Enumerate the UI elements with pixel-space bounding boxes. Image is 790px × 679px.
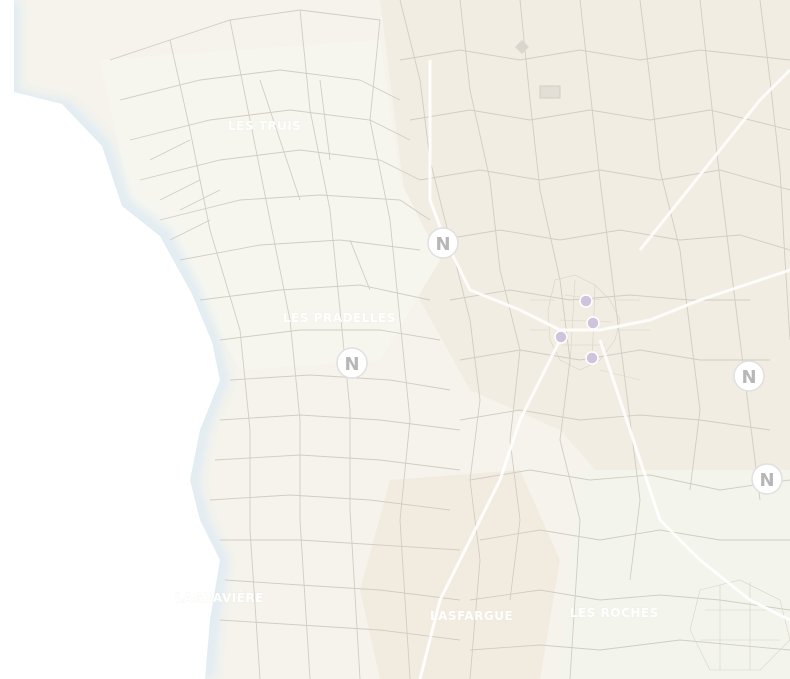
roads xyxy=(418,60,790,679)
n-marker-letter: N xyxy=(344,354,359,375)
poi-icon[interactable] xyxy=(554,330,568,344)
n-marker-letter: N xyxy=(741,367,756,388)
place-label-lasfargue: LASFARGUE xyxy=(430,609,513,623)
place-label-les-pradelles: LES PRADELLES xyxy=(283,311,396,325)
poi-icon[interactable] xyxy=(585,351,599,365)
place-label-les-roches: LES ROCHES xyxy=(570,606,659,620)
n-marker-icon xyxy=(751,463,783,495)
n-marker-icon xyxy=(733,360,765,392)
field-area-south xyxy=(360,470,560,679)
blank-area xyxy=(0,0,220,679)
n-marker-1[interactable]: N xyxy=(427,227,459,259)
place-label-les-truis: LES TRUIS xyxy=(228,119,301,133)
n-marker-letter: N xyxy=(435,234,450,255)
poi-cluster xyxy=(554,294,600,365)
building-icon xyxy=(539,85,561,99)
place-label-lagraviere: LAGRAVIÈRE xyxy=(175,590,264,605)
field-area-west xyxy=(100,40,440,370)
parcel-lines-east xyxy=(399,0,790,679)
parcel-lines xyxy=(109,9,461,679)
n-marker-4[interactable]: N xyxy=(751,463,783,495)
poi-icon[interactable] xyxy=(579,294,593,308)
n-marker-3[interactable]: N xyxy=(733,360,765,392)
poi-icon[interactable] xyxy=(586,316,600,330)
n-marker-letter: N xyxy=(759,470,774,491)
n-marker-icon xyxy=(336,347,368,379)
village-parcels xyxy=(530,274,790,671)
n-marker-icon xyxy=(427,227,459,259)
diamond-icon xyxy=(515,40,529,54)
n-marker-2[interactable]: N xyxy=(336,347,368,379)
field-area-southeast xyxy=(560,470,790,679)
